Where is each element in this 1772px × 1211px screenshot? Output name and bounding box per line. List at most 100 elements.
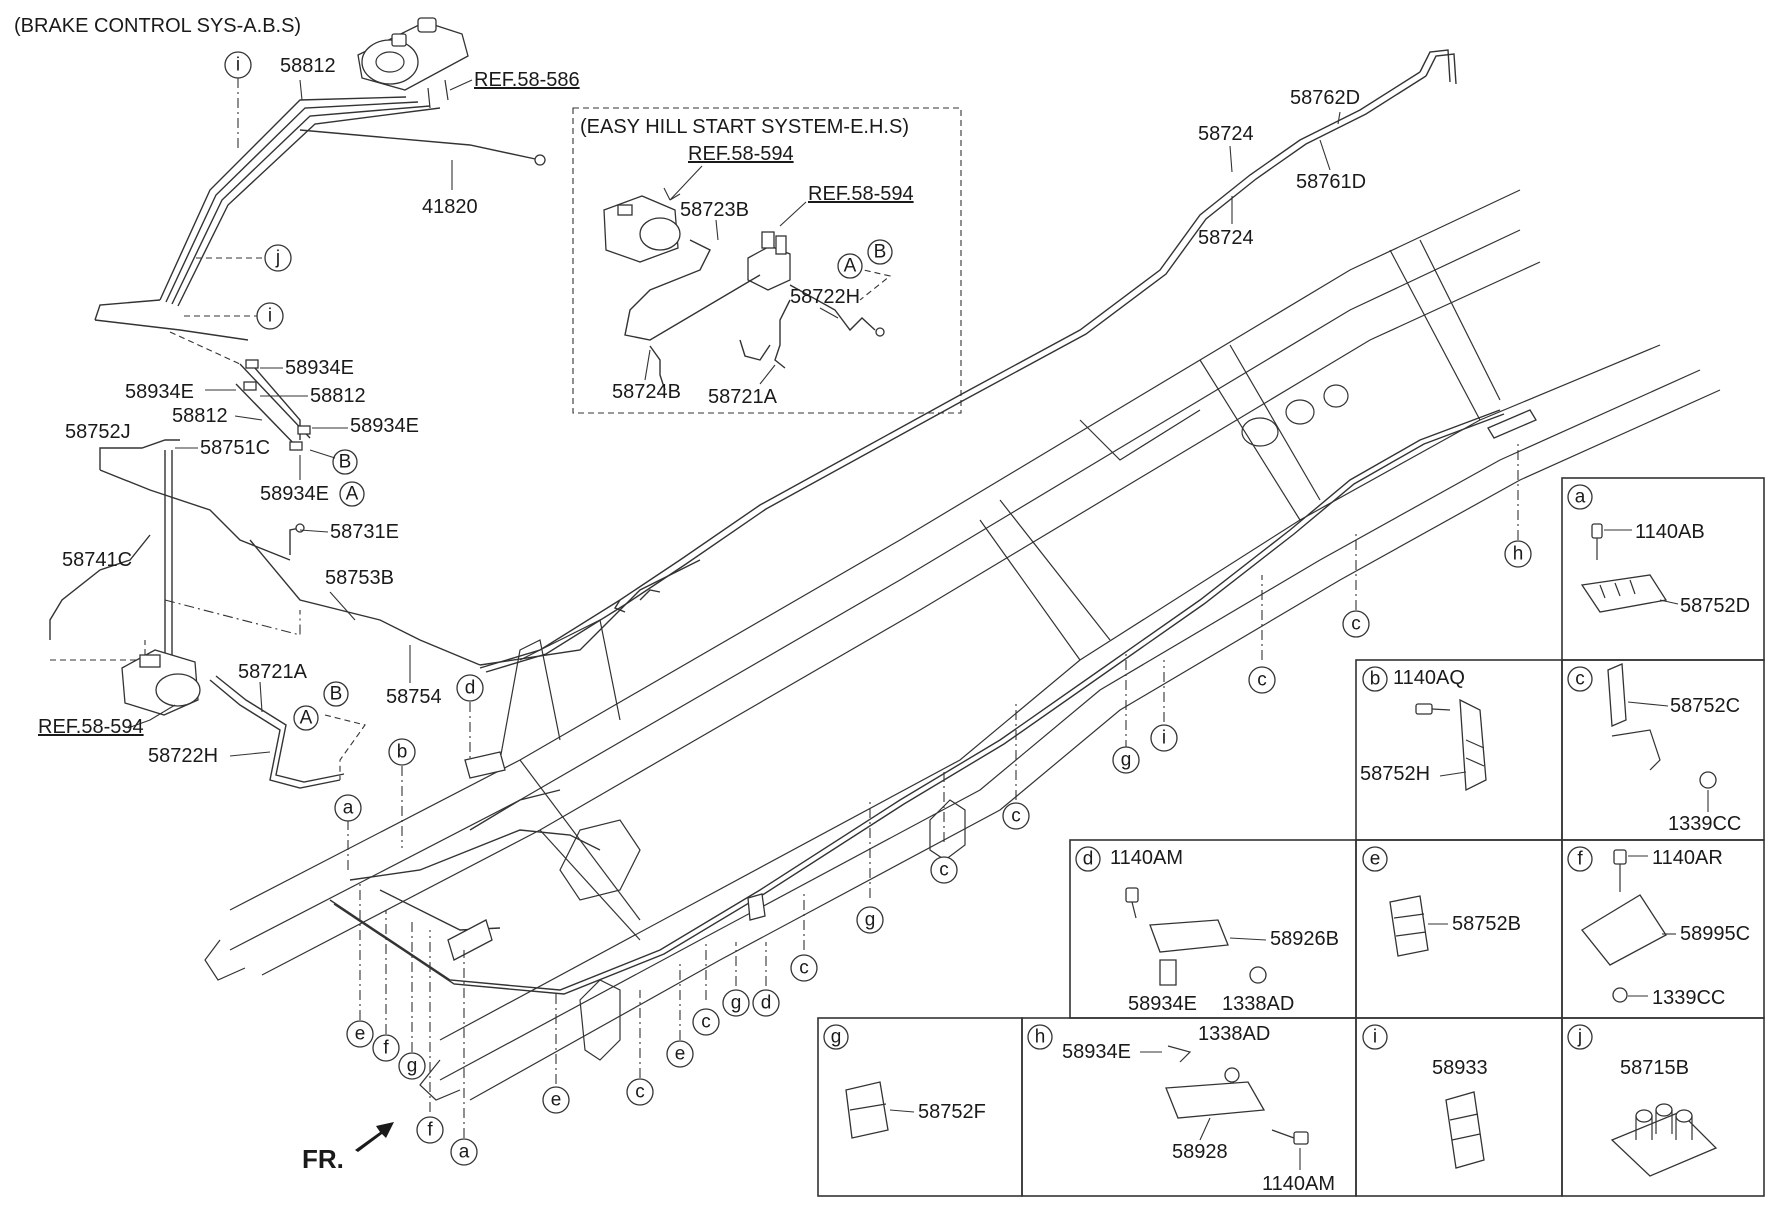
svg-text:58752H: 58752H: [1360, 763, 1430, 785]
part-58934E-3: 58934E: [350, 415, 419, 437]
frame-callouts[interactable]: d b a h c c i g c c g c d g c e c e a f …: [334, 540, 1532, 1166]
legend-cell-f: f 1140AR 58995C 1339CC: [1567, 846, 1750, 1009]
bracket-58928-icon: [1165, 1081, 1266, 1119]
ehs-lines: [624, 239, 892, 391]
svg-text:i: i: [268, 306, 272, 327]
svg-text:c: c: [635, 1082, 645, 1103]
grommet-58715B-icon: [1610, 1111, 1718, 1177]
svg-text:58934E: 58934E: [1062, 1041, 1131, 1063]
frame-callout-leaders: [347, 440, 1519, 1138]
part-58724-top: 58724: [1198, 123, 1254, 145]
svg-text:c: c: [701, 1012, 711, 1033]
callout-A-left[interactable]: A: [293, 705, 319, 731]
svg-text:d: d: [465, 678, 476, 699]
part-58724-bot: 58724: [1198, 227, 1254, 249]
svg-text:j: j: [275, 248, 280, 269]
legend-cell-b: b 1140AQ 58752H: [1360, 666, 1487, 792]
svg-text:i: i: [236, 55, 240, 76]
frame-callout-c1: c: [1342, 610, 1370, 638]
part-58741C: 58741C: [62, 549, 132, 571]
callout-B-cluster[interactable]: B: [332, 449, 358, 475]
callout-B-ehs[interactable]: B: [867, 239, 893, 265]
nut-icon: [1699, 771, 1717, 789]
part-58934E-1: 58934E: [285, 357, 354, 379]
svg-text:a: a: [1575, 487, 1586, 508]
svg-text:58928: 58928: [1172, 1141, 1228, 1163]
callout-A-cluster[interactable]: A: [339, 481, 365, 507]
part-58934E-2: 58934E: [125, 381, 194, 403]
svg-text:1140AB: 1140AB: [1635, 521, 1705, 543]
frame-callout-f2: f: [372, 1034, 400, 1062]
svg-text:1339CC: 1339CC: [1652, 987, 1725, 1009]
legend-cell-g: g 58752F: [823, 1024, 986, 1139]
part-58722H-ehs: 58722H: [790, 286, 860, 308]
svg-text:A: A: [346, 484, 359, 505]
svg-text:j: j: [1577, 1027, 1582, 1048]
svg-text:b: b: [1370, 669, 1381, 690]
part-58812-mid2: 58812: [172, 405, 228, 427]
part-58752J: 58752J: [65, 421, 131, 443]
svg-text:A: A: [300, 708, 313, 729]
svg-text:b: b: [397, 742, 408, 763]
svg-text:g: g: [731, 993, 742, 1014]
clip-58752H-icon: [1459, 698, 1487, 792]
left-ehs-lines: [209, 675, 366, 789]
part-58722H-left: 58722H: [148, 745, 218, 767]
part-58723B: 58723B: [680, 199, 749, 221]
chassis-frame: [204, 189, 1721, 1101]
part-58762D: 58762D: [1290, 87, 1360, 109]
svg-text:A: A: [844, 256, 857, 277]
clip-58752D-icon: [1580, 574, 1668, 613]
part-58721A-left: 58721A: [238, 661, 308, 683]
frame-callout-g4: g: [398, 1052, 426, 1080]
svg-text:58752C: 58752C: [1670, 695, 1740, 717]
svg-text:1338AD: 1338AD: [1222, 993, 1294, 1015]
frame-callout-a-bot: a: [450, 1138, 478, 1166]
frame-callout-c5: c: [790, 954, 818, 982]
part-58753B: 58753B: [325, 567, 394, 589]
svg-text:e: e: [355, 1024, 366, 1045]
abs-hydraulic-unit-left: [121, 649, 201, 716]
svg-text:i: i: [1162, 728, 1166, 749]
svg-text:B: B: [874, 242, 887, 263]
svg-text:e: e: [551, 1090, 562, 1111]
svg-text:1140AQ: 1140AQ: [1393, 667, 1465, 689]
clip-58752B-icon: [1389, 895, 1429, 957]
frame-clip-front: [447, 919, 493, 961]
svg-text:f: f: [1577, 849, 1583, 870]
svg-text:d: d: [761, 993, 772, 1014]
frame-callout-b: b: [388, 738, 416, 766]
svg-text:B: B: [330, 684, 343, 705]
frame-clip-d-bottom: [747, 893, 766, 921]
frame-clip-d-top: [464, 751, 506, 779]
svg-text:1140AM: 1140AM: [1110, 847, 1183, 869]
svg-text:1140AM: 1140AM: [1262, 1173, 1335, 1195]
ehs-valve: [747, 231, 791, 291]
legend-cell-e: e 58752B: [1362, 846, 1521, 957]
svg-text:g: g: [407, 1056, 418, 1077]
frame-callout-g1: g: [1112, 746, 1140, 774]
svg-text:d: d: [1083, 849, 1094, 870]
callout-A-ehs[interactable]: A: [837, 253, 863, 279]
clip-58752C-icon: [1607, 663, 1627, 727]
callout-j[interactable]: j: [264, 244, 292, 272]
callout-i-mid[interactable]: i: [256, 302, 284, 330]
clip-58752F-icon: [845, 1081, 889, 1139]
part-58761D: 58761D: [1296, 171, 1366, 193]
frame-callout-c7: c: [626, 1078, 654, 1106]
callout-i-top[interactable]: i: [224, 51, 252, 79]
ehs-hydraulic-unit: [603, 195, 681, 263]
callout-B-left[interactable]: B: [323, 681, 349, 707]
svg-text:c: c: [1351, 614, 1361, 635]
part-58812-top: 58812: [280, 55, 336, 77]
svg-text:c: c: [939, 860, 949, 881]
svg-text:c: c: [799, 958, 809, 979]
frame-callout-c2: c: [1248, 666, 1276, 694]
svg-text:f: f: [427, 1120, 433, 1141]
frame-callout-c3: c: [1002, 802, 1030, 830]
svg-text:h: h: [1513, 544, 1524, 565]
frame-callout-g3: g: [722, 989, 750, 1017]
part-58754: 58754: [386, 686, 442, 708]
legend-cell-j: j 58715B: [1567, 1024, 1718, 1177]
